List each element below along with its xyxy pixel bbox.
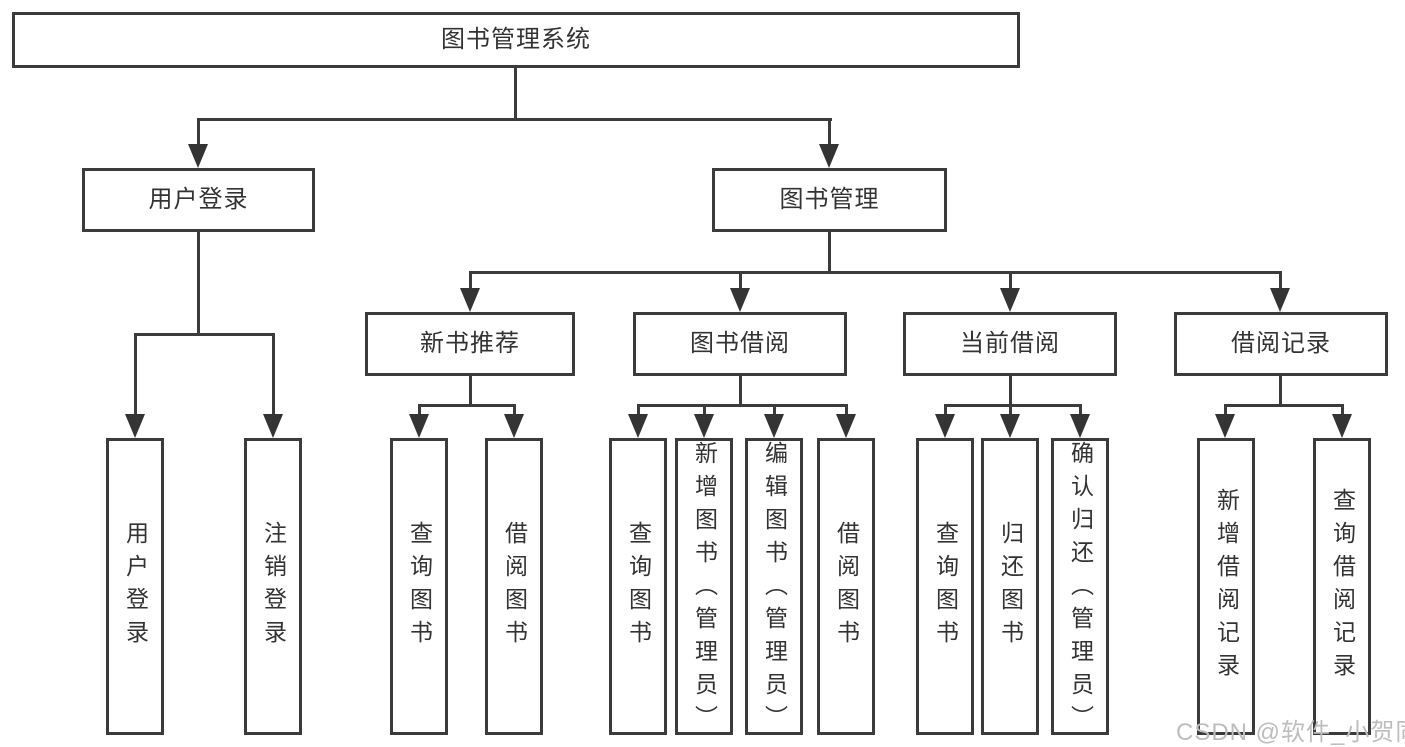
connector-book-management-hline xyxy=(469,271,1282,274)
arrow-to-new-book-icon xyxy=(460,288,480,312)
arrow-to-leaf-login-icon xyxy=(125,414,145,438)
connector-drop-new-book xyxy=(469,271,472,289)
connector-drop-edit-book xyxy=(773,404,776,416)
leaf-logout: 注销登录 xyxy=(244,438,302,735)
node-current-borrow-label: 当前借阅 xyxy=(960,330,1060,357)
connector-borrow-records-stem xyxy=(1279,374,1282,406)
connector-current-borrow-stem xyxy=(1009,374,1012,406)
leaf-borrow-books-2: 借阅图书 xyxy=(817,438,875,735)
connector-user-login-stem xyxy=(197,230,200,335)
node-new-book-recommend: 新书推荐 xyxy=(365,312,575,376)
arrow-to-query-books-1-icon xyxy=(409,414,429,438)
connector-drop-confirm-return xyxy=(1079,404,1082,416)
leaf-confirm-return-admin-label: 确认归还（管理员） xyxy=(1067,441,1094,738)
connector-drop-borrow-books-2 xyxy=(845,404,848,416)
leaf-return-book-label: 归还图书 xyxy=(997,520,1024,653)
connector-drop-query-books-1 xyxy=(418,404,421,416)
connector-drop-query-record xyxy=(1341,404,1344,416)
connector-drop-add-record xyxy=(1224,404,1227,416)
leaf-add-borrow-record-label: 新增借阅记录 xyxy=(1213,487,1240,686)
node-current-borrow: 当前借阅 xyxy=(903,312,1117,376)
arrow-to-query-books-2-icon xyxy=(628,414,648,438)
node-book-borrow-label: 图书借阅 xyxy=(690,330,790,357)
leaf-return-book: 归还图书 xyxy=(981,438,1039,735)
leaf-query-books-1: 查询图书 xyxy=(390,438,448,735)
leaf-logout-label: 注销登录 xyxy=(260,520,287,653)
leaf-edit-book-admin: 编辑图书（管理员） xyxy=(745,438,803,738)
node-book-management: 图书管理 xyxy=(712,168,947,232)
connector-borrow-records-hline xyxy=(1224,404,1344,407)
node-user-login: 用户登录 xyxy=(82,168,315,232)
node-root-label: 图书管理系统 xyxy=(441,26,591,53)
arrow-to-query-record-icon xyxy=(1332,414,1352,438)
csdn-watermark: CSDN @软件_小贺同学 xyxy=(1176,719,1405,746)
arrow-to-add-record-icon xyxy=(1215,414,1235,438)
leaf-borrow-books-2-label: 借阅图书 xyxy=(833,520,860,653)
leaf-query-borrow-record-label: 查询借阅记录 xyxy=(1329,487,1356,686)
arrow-to-borrow-books-2-icon xyxy=(836,414,856,438)
connector-new-book-hline xyxy=(418,404,516,407)
node-book-management-label: 图书管理 xyxy=(779,186,880,213)
connector-drop-current-borrow xyxy=(1009,271,1012,289)
leaf-query-books-3: 查询图书 xyxy=(916,438,974,735)
connector-current-borrow-hline xyxy=(944,404,1082,407)
arrow-to-book-management-icon xyxy=(819,144,839,168)
connector-drop-borrow-records xyxy=(1279,271,1282,289)
arrow-to-confirm-return-icon xyxy=(1070,414,1090,438)
leaf-borrow-books-1: 借阅图书 xyxy=(485,438,543,735)
leaf-query-borrow-record: 查询借阅记录 xyxy=(1313,438,1371,735)
connector-drop-query-books-2 xyxy=(637,404,640,416)
connector-drop-book-borrow xyxy=(739,271,742,289)
connector-drop-return-book xyxy=(1009,404,1012,416)
arrow-to-return-book-icon xyxy=(1000,414,1020,438)
connector-root-stem xyxy=(514,66,517,121)
leaf-add-book-admin: 新增图书（管理员） xyxy=(675,438,733,738)
leaf-add-borrow-record: 新增借阅记录 xyxy=(1197,438,1255,735)
connector-book-borrow-stem xyxy=(739,374,742,406)
leaf-user-login-label: 用户登录 xyxy=(122,520,149,653)
connector-new-book-stem xyxy=(469,374,472,406)
arrow-to-edit-book-icon xyxy=(764,414,784,438)
arrow-to-leaf-logout-icon xyxy=(263,414,283,438)
connector-drop-book-management xyxy=(828,118,831,148)
connector-drop-leaf-login xyxy=(134,333,137,414)
connector-drop-query-books-3 xyxy=(944,404,947,416)
connector-book-management-stem xyxy=(828,230,831,273)
arrow-to-current-borrow-icon xyxy=(1000,288,1020,312)
leaf-query-books-2: 查询图书 xyxy=(609,438,667,735)
arrow-to-book-borrow-icon xyxy=(730,288,750,312)
node-new-book-recommend-label: 新书推荐 xyxy=(420,330,520,357)
leaf-query-books-2-label: 查询图书 xyxy=(625,520,652,653)
node-root: 图书管理系统 xyxy=(12,12,1020,68)
leaf-add-book-admin-label: 新增图书（管理员） xyxy=(691,441,718,738)
node-user-login-label: 用户登录 xyxy=(148,186,249,213)
leaf-query-books-3-label: 查询图书 xyxy=(932,520,959,653)
arrow-to-borrow-records-icon xyxy=(1270,288,1290,312)
connector-drop-leaf-logout xyxy=(272,333,275,414)
node-borrow-records: 借阅记录 xyxy=(1174,312,1388,376)
arrow-to-borrow-books-1-icon xyxy=(504,414,524,438)
connector-user-login-hline xyxy=(134,333,275,336)
node-book-borrow: 图书借阅 xyxy=(633,312,847,376)
leaf-user-login: 用户登录 xyxy=(106,438,164,735)
connector-drop-add-book xyxy=(703,404,706,416)
arrow-to-query-books-3-icon xyxy=(935,414,955,438)
connector-root-hline xyxy=(197,118,832,121)
connector-drop-borrow-books-1 xyxy=(513,404,516,416)
connector-book-borrow-hline xyxy=(637,404,847,407)
leaf-query-books-1-label: 查询图书 xyxy=(406,520,433,653)
arrow-to-add-book-icon xyxy=(694,414,714,438)
leaf-borrow-books-1-label: 借阅图书 xyxy=(501,520,528,653)
leaf-edit-book-admin-label: 编辑图书（管理员） xyxy=(761,441,788,738)
arrow-to-user-login-icon xyxy=(188,144,208,168)
node-borrow-records-label: 借阅记录 xyxy=(1231,330,1331,357)
connector-drop-user-login xyxy=(197,118,200,148)
leaf-confirm-return-admin: 确认归还（管理员） xyxy=(1051,438,1109,738)
